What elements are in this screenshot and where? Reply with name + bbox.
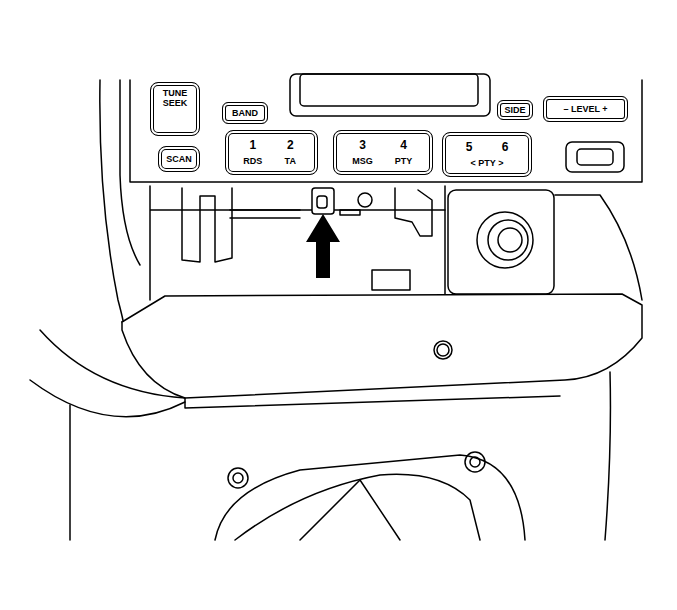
preset-number: 2: [272, 138, 310, 152]
preset-number: 3: [342, 138, 383, 152]
radio-button: SIDE: [497, 100, 533, 120]
fastener-hole: [437, 344, 449, 356]
radio-button: – LEVEL +: [543, 96, 628, 122]
button-label: TUNE SEEK: [160, 88, 190, 108]
screw: [465, 452, 485, 472]
blank-button: [566, 142, 624, 172]
shift-boot: [235, 474, 480, 540]
button-label: PTY: [383, 155, 424, 167]
display: [290, 74, 490, 116]
button-label: RDS: [234, 155, 272, 167]
front-panel: [122, 294, 642, 398]
preset-number: 4: [383, 138, 424, 152]
preset-number: 5: [451, 140, 487, 154]
clip: [182, 188, 232, 262]
pocket-line: [444, 186, 446, 300]
trim-line: [100, 80, 124, 324]
screw: [470, 457, 480, 467]
lighter: [498, 228, 522, 252]
rail: [230, 210, 300, 218]
lighter: [477, 212, 533, 268]
radio-button: 56 < PTY >: [442, 132, 532, 177]
button-label: – LEVEL +: [563, 104, 607, 114]
radio-button: 34MSGPTY: [333, 130, 433, 175]
screw: [228, 468, 248, 488]
console-line: [605, 372, 610, 540]
shift-boot: [300, 480, 400, 540]
lighter-bezel: [448, 190, 554, 294]
radio-button: TUNE SEEK: [150, 82, 200, 136]
pin: [358, 193, 372, 207]
panel-edge: [185, 396, 560, 408]
display-window: [300, 74, 478, 106]
shift-boot: [215, 455, 525, 540]
blank-button: [577, 149, 613, 165]
connector: [372, 270, 410, 290]
rail: [340, 210, 360, 215]
button-label: TA: [272, 155, 310, 167]
trim-line: [555, 195, 642, 300]
release-tab: [312, 188, 334, 214]
lighter: [488, 220, 528, 260]
radio-button: 12RDSTA: [225, 130, 318, 175]
clip: [395, 188, 432, 236]
pointer-arrow: [306, 214, 340, 278]
radio-button: SCAN: [158, 146, 200, 172]
release-slot: [317, 196, 327, 208]
button-label: BAND: [232, 108, 258, 118]
console-line: [69, 405, 71, 540]
button-label: SIDE: [504, 105, 525, 115]
screw: [233, 473, 243, 483]
fastener-hole: [434, 341, 452, 359]
button-label: < PTY >: [451, 157, 523, 169]
preset-number: 1: [234, 138, 272, 152]
button-label: MSG: [342, 155, 383, 167]
pocket-line: [150, 186, 445, 300]
preset-number: 6: [487, 140, 523, 154]
radio-button: BAND: [222, 102, 268, 124]
button-label: SCAN: [166, 154, 192, 164]
